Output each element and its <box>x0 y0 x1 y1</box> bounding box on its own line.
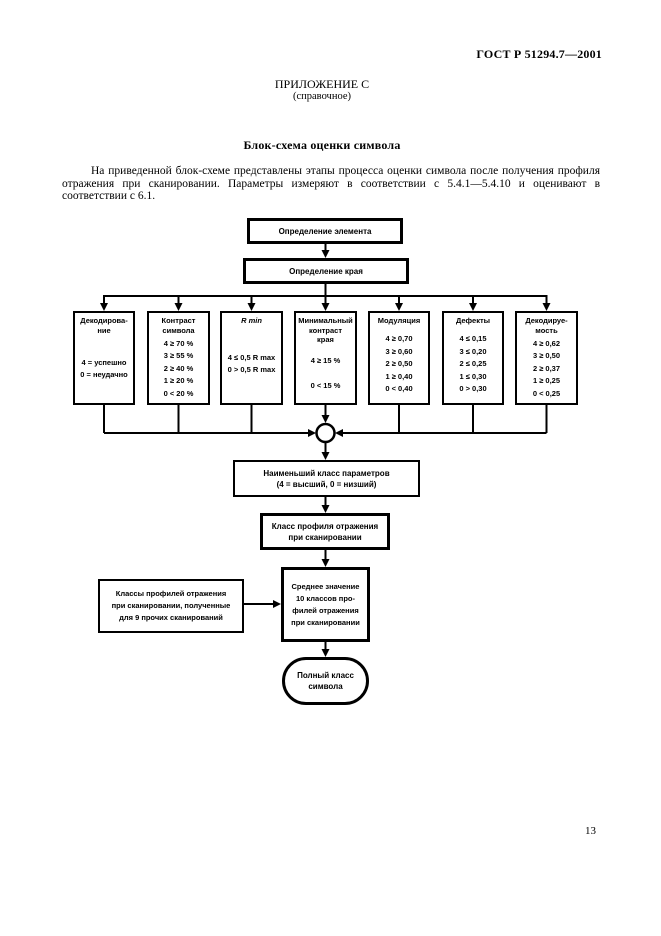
param-box-decoding: Декодирова- ние 4 = успешно 0 = неудачно <box>73 311 135 405</box>
box-element-determination-label: Определение элемента <box>278 226 372 236</box>
intro-paragraph: На приведенной блок-схеме представлены э… <box>62 165 600 203</box>
param-box-decodability: Декодируе- мость 4 ≥ 0,62 3 ≥ 0,50 2 ≥ 0… <box>515 311 578 405</box>
param-box-rmin: R min 4 ≤ 0,5 R max 0 > 0,5 R max <box>220 311 283 405</box>
param-box-min-edge-contrast: Минимальный контраст края 4 ≥ 15 % 0 < 1… <box>294 311 357 405</box>
param-box-defects: Дефекты 4 ≤ 0,15 3 ≤ 0,20 2 ≤ 0,25 1 ≤ 0… <box>442 311 504 405</box>
param-box-values: 4 ≥ 0,70 3 ≥ 0,60 2 ≥ 0,50 1 ≥ 0,40 0 < … <box>385 334 413 393</box>
box-other-scan-classes: Классы профилей отражения при сканирован… <box>98 579 244 633</box>
box-lowest-parameter-class: Наименьший класс параметров (4 = высший,… <box>233 460 420 497</box>
param-box-title: Модуляция <box>377 316 421 325</box>
appendix-subtitle: (справочное) <box>293 91 351 102</box>
section-title: Блок-схема оценки символа <box>243 138 401 152</box>
box-overall-symbol-class: Полный класс символа <box>282 657 369 705</box>
param-box-values: 4 = успешно 0 = неудачно <box>80 357 128 380</box>
param-box-modulation: Модуляция 4 ≥ 0,70 3 ≥ 0,60 2 ≥ 0,50 1 ≥… <box>368 311 430 405</box>
appendix-title: ПРИЛОЖЕНИЕ С <box>274 77 370 91</box>
junction-circle <box>315 422 336 444</box>
standard-reference: ГОСТ Р 51294.7—2001 <box>476 47 602 61</box>
param-box-title: Минимальный контраст края <box>298 316 353 344</box>
param-box-title: R min <box>241 316 262 325</box>
param-box-values: 4 ≥ 70 % 3 ≥ 55 % 2 ≥ 40 % 1 ≥ 20 % 0 < … <box>163 338 194 398</box>
box-scan-profile-class: Класс профиля отражения при сканировании <box>260 513 390 550</box>
param-box-symbol-contrast: Контраст символа 4 ≥ 70 % 3 ≥ 55 % 2 ≥ 4… <box>147 311 210 405</box>
param-box-values: 4 ≥ 15 % 0 < 15 % <box>310 356 341 390</box>
param-box-title: Декодирова- ние <box>80 316 128 335</box>
connector-arrowheads <box>100 250 551 657</box>
box-average-of-ten-classes: Среднее значение 10 классов про- филей о… <box>281 567 370 642</box>
box-element-determination: Определение элемента <box>247 218 403 244</box>
param-box-values: 4 ≤ 0,5 R max 0 > 0,5 R max <box>227 352 276 375</box>
box-edge-determination-label: Определение края <box>289 266 363 276</box>
box-edge-determination: Определение края <box>243 258 409 284</box>
param-box-values: 4 ≥ 0,62 3 ≥ 0,50 2 ≥ 0,37 1 ≥ 0,25 0 < … <box>532 338 561 398</box>
param-box-title: Декодируе- мость <box>525 316 568 335</box>
param-box-title: Дефекты <box>455 316 491 325</box>
param-box-values: 4 ≤ 0,15 3 ≤ 0,20 2 ≤ 0,25 1 ≤ 0,30 0 > … <box>459 334 487 393</box>
page-number: 13 <box>585 825 596 837</box>
param-box-title: Контраст символа <box>161 316 196 335</box>
